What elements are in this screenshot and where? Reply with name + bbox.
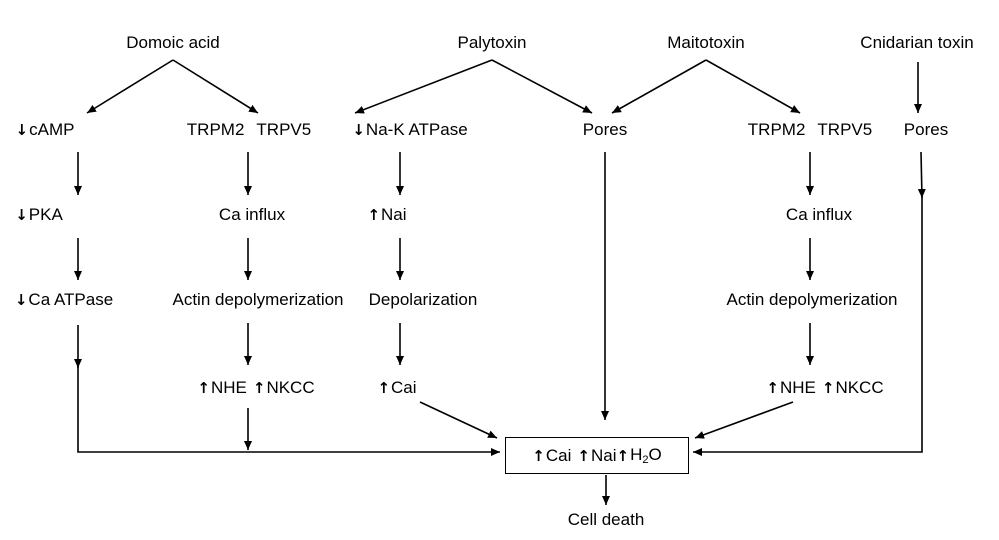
- node-nhe-nkcc-left: NHE NKCC: [197, 378, 314, 398]
- up-arrow-icon: [377, 379, 390, 397]
- node-ca-influx-right: Ca influx: [785, 205, 853, 224]
- node-trpv5-label: TRPV5: [256, 120, 312, 139]
- node-nak-atpase: Na-K ATPase: [352, 120, 467, 140]
- arrow-nhe-right-to-outcome: [694, 401, 794, 439]
- down-arrow-icon: [16, 121, 29, 139]
- outcome-h2o: H2O: [630, 445, 662, 466]
- toxin-cnidarian: Cnidarian toxin: [860, 33, 974, 52]
- toxin-palytoxin: Palytoxin: [457, 33, 527, 52]
- arrow-domoic-to-trp: [172, 59, 259, 114]
- node-camp-label: cAMP: [29, 120, 75, 139]
- node-nak-atpase-label: Na-K ATPase: [365, 120, 468, 139]
- down-arrow-icon: [15, 206, 28, 224]
- node-trp-left: TRPM2 TRPV5: [187, 120, 311, 140]
- up-arrow-icon: [532, 447, 545, 465]
- node-nkcc-label: NKCC: [266, 378, 315, 397]
- node-nhe-nkcc-right: NHE NKCC: [766, 378, 883, 398]
- outcome-box: Cai Nai H2O: [505, 437, 689, 474]
- node-nkcc-label: NKCC: [835, 378, 884, 397]
- outcome-nai: Nai: [590, 445, 617, 465]
- node-cai-label: Cai: [391, 378, 417, 397]
- toxin-domoic-acid: Domoic acid: [126, 33, 220, 52]
- arrow-domoic-to-camp: [86, 59, 174, 114]
- arrow-cai-to-outcome: [419, 401, 498, 439]
- outcome-cai: Cai: [545, 445, 572, 465]
- node-pores-shared: Pores: [582, 120, 628, 139]
- up-arrow-icon: [766, 379, 779, 397]
- node-nai: Nai: [367, 205, 406, 225]
- toxin-maitotoxin: Maitotoxin: [667, 33, 745, 52]
- node-cai: Cai: [377, 378, 416, 398]
- node-pka-label: PKA: [28, 205, 63, 224]
- arrow-maitotoxin-to-trp: [705, 59, 801, 114]
- up-arrow-icon: [253, 379, 266, 397]
- down-arrow-icon: [15, 291, 28, 309]
- arrow-maitotoxin-to-pores: [611, 59, 707, 114]
- outcome-h2o-sub: 2: [642, 454, 649, 466]
- up-arrow-icon: [197, 379, 210, 397]
- connector-cnidarian-to-outcome: [693, 196, 923, 456]
- node-cell-death: Cell death: [567, 510, 645, 529]
- node-pka: PKA: [15, 205, 63, 225]
- outcome-h2o-o: O: [648, 445, 662, 464]
- connector-ca-atpase-to-outcome: [77, 366, 500, 456]
- outcome-h2o-h: H: [630, 445, 643, 464]
- arrow-cnidarian-pores-down: [917, 151, 926, 199]
- node-ca-influx-left: Ca influx: [218, 205, 286, 224]
- down-arrow-icon: [352, 121, 365, 139]
- node-pores-cnidarian: Pores: [903, 120, 949, 139]
- node-camp: cAMP: [16, 120, 75, 140]
- arrow-palytoxin-to-pores: [491, 59, 593, 114]
- node-trpv5-label: TRPV5: [817, 120, 873, 139]
- up-arrow-icon: [616, 447, 629, 465]
- node-nhe-label: NHE: [779, 378, 816, 397]
- node-ca-atpase-label: Ca ATPase: [28, 290, 114, 309]
- node-depolarization: Depolarization: [368, 290, 478, 309]
- node-ca-atpase: Ca ATPase: [15, 290, 113, 310]
- up-arrow-icon: [367, 206, 380, 224]
- up-arrow-icon: [577, 447, 590, 465]
- node-trpm2-label: TRPM2: [747, 120, 806, 139]
- up-arrow-icon: [822, 379, 835, 397]
- node-nhe-label: NHE: [210, 378, 247, 397]
- arrow-palytoxin-to-nak: [354, 59, 493, 114]
- node-trpm2-label: TRPM2: [186, 120, 245, 139]
- node-trp-right: TRPM2 TRPV5: [748, 120, 872, 140]
- node-actin-right: Actin depolymerization: [726, 290, 898, 309]
- node-nai-label: Nai: [381, 205, 407, 224]
- node-actin-left: Actin depolymerization: [172, 290, 344, 309]
